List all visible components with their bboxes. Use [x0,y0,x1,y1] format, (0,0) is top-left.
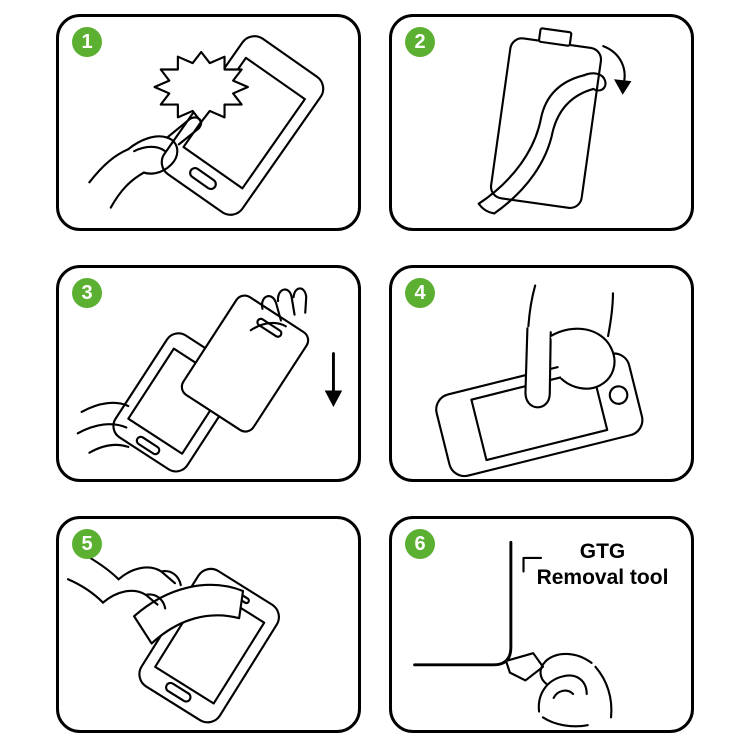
screen-corner-edge [413,540,513,667]
cleaning-cloth-icon [153,50,249,124]
place-down-arrow-icon [324,352,343,408]
align-and-place-protector-illustration [76,287,343,473]
step-number: 6 [414,532,426,555]
step-number: 5 [81,532,93,555]
removal-tool-icon [504,652,545,682]
pressing-hand-icon [524,284,616,409]
step-number-badge: 3 [72,278,102,308]
step-number-badge: 1 [72,27,102,57]
step-number-badge: 5 [72,529,102,559]
screen-protector-outline [180,294,310,433]
panel-step-5: 5 [56,516,361,733]
step-number: 3 [81,281,93,304]
step-number: 2 [414,30,426,53]
panel-step-3: 3 [56,265,361,482]
step-number-badge: 2 [405,27,435,57]
panel-step-6: 6 GTG Removal tool [389,516,694,733]
holding-hand-right-icon [249,287,308,332]
removal-tool-label-line2: Removal tool [536,566,669,589]
peeling-film-icon [477,72,607,215]
pinching-hand-icon [537,652,613,728]
step-number: 4 [414,281,426,304]
callout-leader-line [522,556,543,573]
step-number: 1 [81,30,93,53]
wiping-hand-icon [88,116,203,209]
step-number-badge: 6 [405,529,435,559]
smooth-out-surface-illustration [66,552,280,724]
peel-backing-film-illustration [477,27,632,215]
panel-step-4: 4 [389,265,694,482]
peel-direction-arrow-icon [602,45,632,95]
press-screen-center-illustration [435,284,644,478]
holding-hand-left-icon [76,401,130,454]
removal-tool-label-line1: GTG [579,540,626,563]
step-number-badge: 4 [405,278,435,308]
removal-tool-label: GTG Removal tool [520,539,685,591]
panel-step-2: 2 [389,14,694,231]
clean-screen-with-cloth-illustration [88,35,325,216]
corner-removal-tool-illustration [413,540,613,728]
panel-step-1: 1 [56,14,361,231]
